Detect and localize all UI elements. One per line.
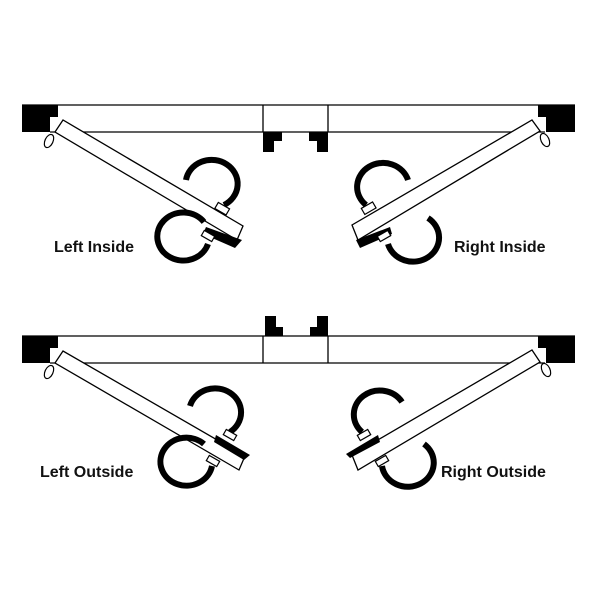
panel-outside	[22, 316, 575, 490]
right-jamb	[538, 336, 575, 363]
door-stop-left	[263, 132, 282, 152]
right-jamb	[538, 105, 575, 132]
left-jamb	[22, 105, 58, 132]
door-stop-left	[265, 316, 283, 336]
door-stop-right	[310, 316, 328, 336]
right-outside-door	[346, 349, 552, 490]
label-left-outside: Left Outside	[40, 464, 134, 481]
label-left-inside: Left Inside	[54, 239, 135, 256]
label-right-inside: Right Inside	[454, 239, 546, 256]
door-stop-right	[309, 132, 328, 152]
right-inside-door	[351, 119, 551, 265]
left-inside-door	[43, 119, 244, 264]
label-right-outside: Right Outside	[441, 464, 546, 481]
panel-inside	[22, 104, 575, 265]
left-outside-door	[43, 350, 250, 489]
left-jamb	[22, 336, 58, 363]
